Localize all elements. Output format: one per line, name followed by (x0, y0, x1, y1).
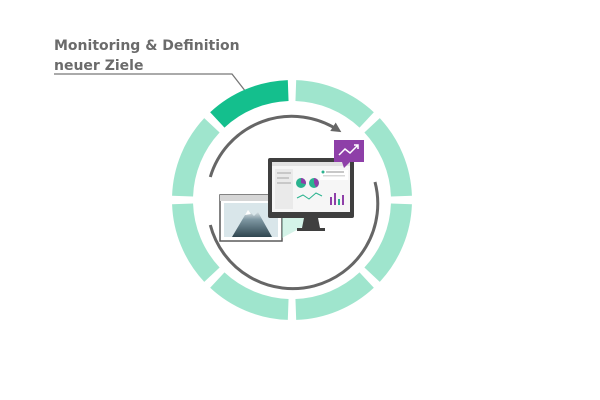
phase-label-line-1: Monitoring & Definition (54, 38, 240, 54)
ring-segment (295, 80, 374, 128)
ring-segment (210, 272, 289, 320)
trending-chart-bubble-icon (334, 140, 364, 168)
ring-segment (364, 118, 412, 197)
ring-segment (295, 272, 374, 320)
callout-line (54, 73, 247, 93)
ring-segment (364, 203, 412, 282)
phase-label-line-2: neuer Ziele (54, 58, 144, 74)
segment-ring (172, 80, 412, 320)
ring-segment (172, 118, 220, 197)
cycle-arrow-top (208, 114, 342, 178)
phase-label: Monitoring & Definition neuer Ziele (54, 36, 240, 76)
cycle-arrow-bottom (208, 181, 380, 291)
ring-segment (172, 203, 220, 282)
ring-segment-highlighted (210, 80, 289, 128)
computer-monitor-dashboard-icon (268, 158, 354, 231)
